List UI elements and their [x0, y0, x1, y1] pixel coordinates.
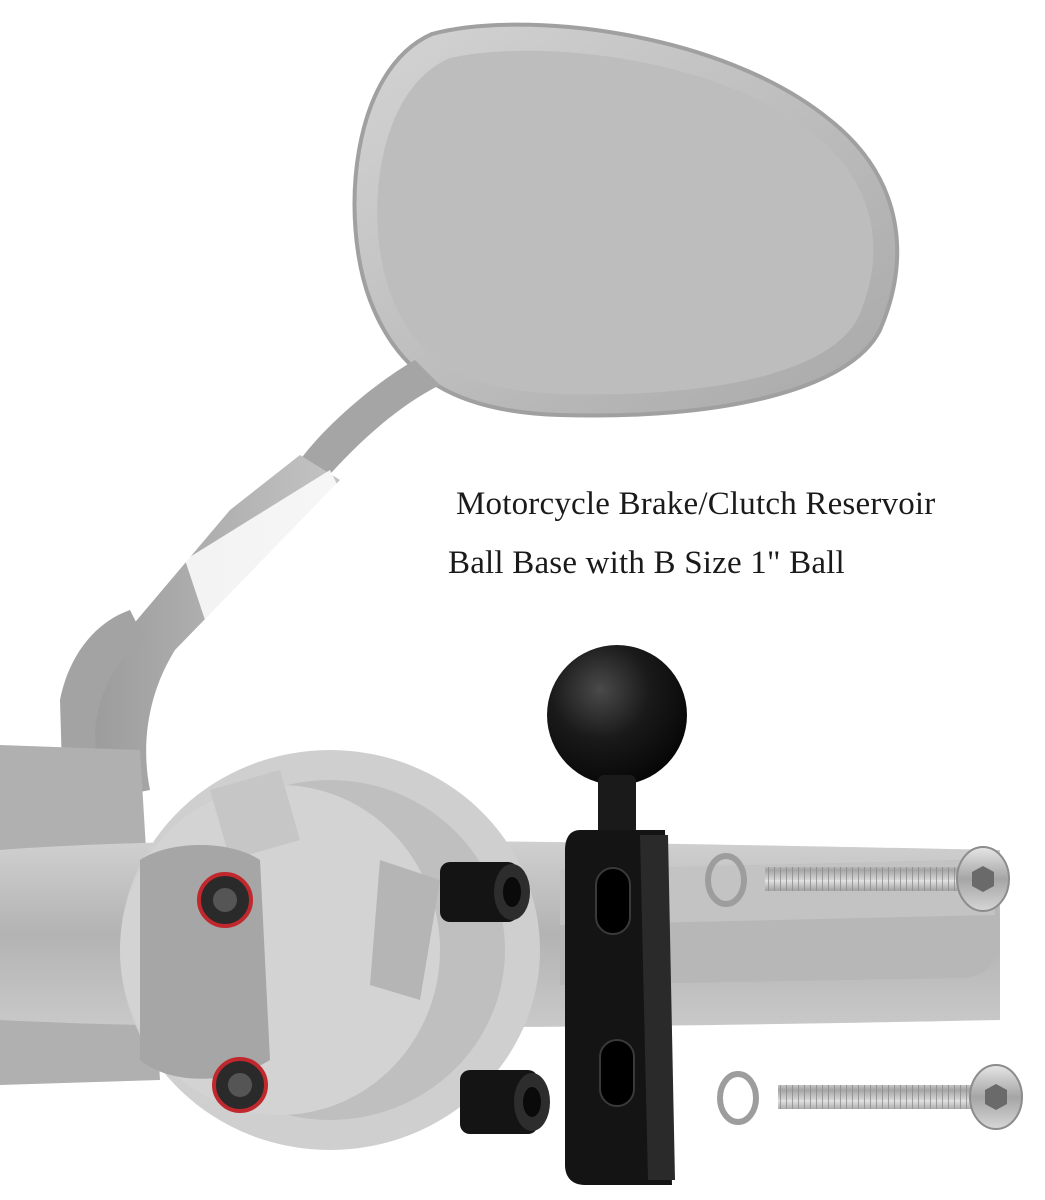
caption-line-1: Motorcycle Brake/Clutch Reservoir: [456, 486, 936, 522]
ball-mount-icon: [547, 645, 687, 1185]
washer-top-icon: [705, 853, 747, 907]
mirror-icon: [300, 22, 900, 480]
caption-line-2: Ball Base with B Size 1" Ball: [448, 545, 845, 581]
spacer-bottom-icon: [460, 1070, 550, 1134]
washer-bottom-icon: [717, 1071, 759, 1125]
switch-housing-icon: [120, 750, 540, 1150]
bolt-bottom-icon: [778, 1064, 1023, 1130]
bolt-top-icon: [765, 846, 1010, 912]
spacer-top-icon: [440, 862, 530, 922]
